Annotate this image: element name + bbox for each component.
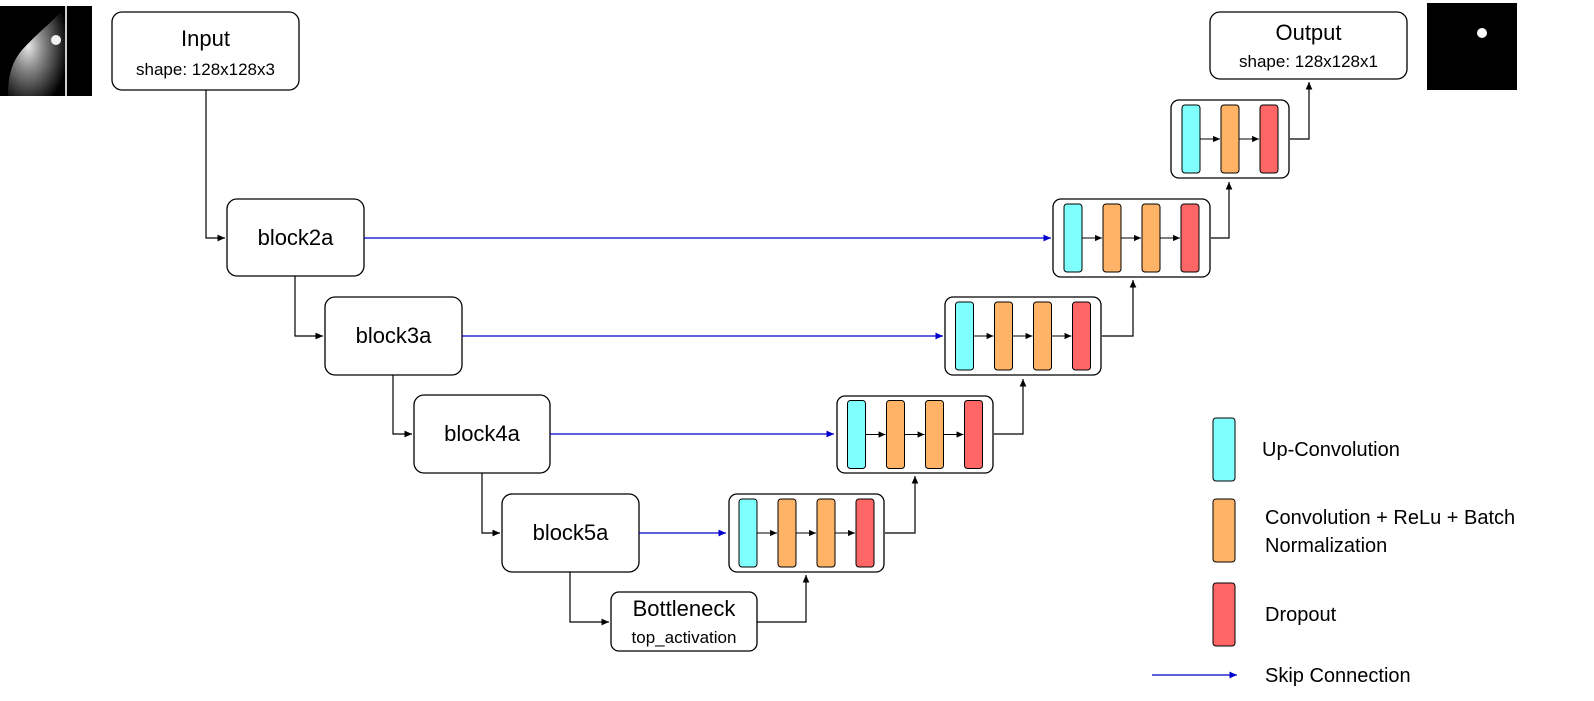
conv-relu-bn-layer: [886, 400, 905, 469]
output-node: Output shape: 128x128x1: [1209, 11, 1408, 80]
dropout-layer: [855, 498, 875, 568]
dropout-layer: [1072, 301, 1091, 371]
legend-skip-label: Skip Connection: [1265, 665, 1411, 687]
legend-conv-label-line1: Convolution + ReLu + Batch: [1265, 507, 1515, 529]
conv-relu-bn-layer: [925, 400, 944, 469]
decoder-stage: [728, 493, 885, 573]
decoder-stage: [1052, 198, 1211, 278]
up-convolution-layer: [1181, 104, 1201, 174]
conv-relu-bn-layer: [1102, 203, 1122, 273]
encoder-block: block3a: [324, 296, 463, 376]
dropout-layer: [1259, 104, 1279, 174]
conv-relu-bn-layer: [777, 498, 797, 568]
conv-relu-bn-layer: [994, 301, 1013, 371]
conv-relu-bn-layer: [816, 498, 836, 568]
up-convolution-layer: [1063, 203, 1083, 273]
encoder-connectors: [205, 82, 1313, 626]
decoder-stage: [1170, 99, 1290, 179]
input-title: Input: [181, 26, 230, 51]
decoder-stage: [836, 395, 994, 474]
dropout-layer: [1180, 203, 1200, 273]
legend-up-label: Up-Convolution: [1262, 439, 1400, 461]
block4a-label: block4a: [444, 421, 521, 446]
conv-relu-bn-layer: [1141, 203, 1161, 273]
legend-conv-label-line2: Normalization: [1265, 535, 1387, 557]
legend-dropout-label: Dropout: [1265, 604, 1337, 626]
output-image: [1427, 3, 1517, 90]
input-shape: shape: 128x128x3: [136, 60, 275, 79]
conv-relu-bn-layer: [1220, 104, 1240, 174]
output-shape: shape: 128x128x1: [1239, 52, 1378, 71]
skip-connections: [364, 234, 1051, 537]
bottleneck-subtitle: top_activation: [632, 628, 737, 647]
input-image: [0, 6, 92, 96]
up-convolution-layer: [738, 498, 758, 568]
output-title: Output: [1275, 20, 1341, 45]
encoder-block: block2a: [226, 198, 365, 277]
conv-relu-bn-layer: [1033, 301, 1052, 371]
legend-dropout-swatch: [1212, 582, 1236, 647]
bottleneck-node: Bottleneck top_activation: [610, 591, 758, 652]
input-node: Input shape: 128x128x3: [111, 11, 300, 91]
legend-conv-swatch: [1212, 498, 1236, 563]
up-convolution-layer: [847, 400, 866, 469]
legend: Up-Convolution Convolution + ReLu + Batc…: [1152, 417, 1515, 687]
block3a-label: block3a: [356, 323, 433, 348]
legend-up-swatch: [1212, 417, 1236, 482]
block5a-label: block5a: [533, 520, 610, 545]
decoder-stage: [944, 296, 1102, 376]
block2a-label: block2a: [258, 225, 335, 250]
dropout-layer: [964, 400, 983, 469]
up-convolution-layer: [955, 301, 974, 371]
decoder: [728, 99, 1290, 573]
encoder-block: block5a: [501, 493, 640, 573]
encoder-block: block4a: [413, 394, 551, 474]
bottleneck-title: Bottleneck: [633, 596, 737, 621]
